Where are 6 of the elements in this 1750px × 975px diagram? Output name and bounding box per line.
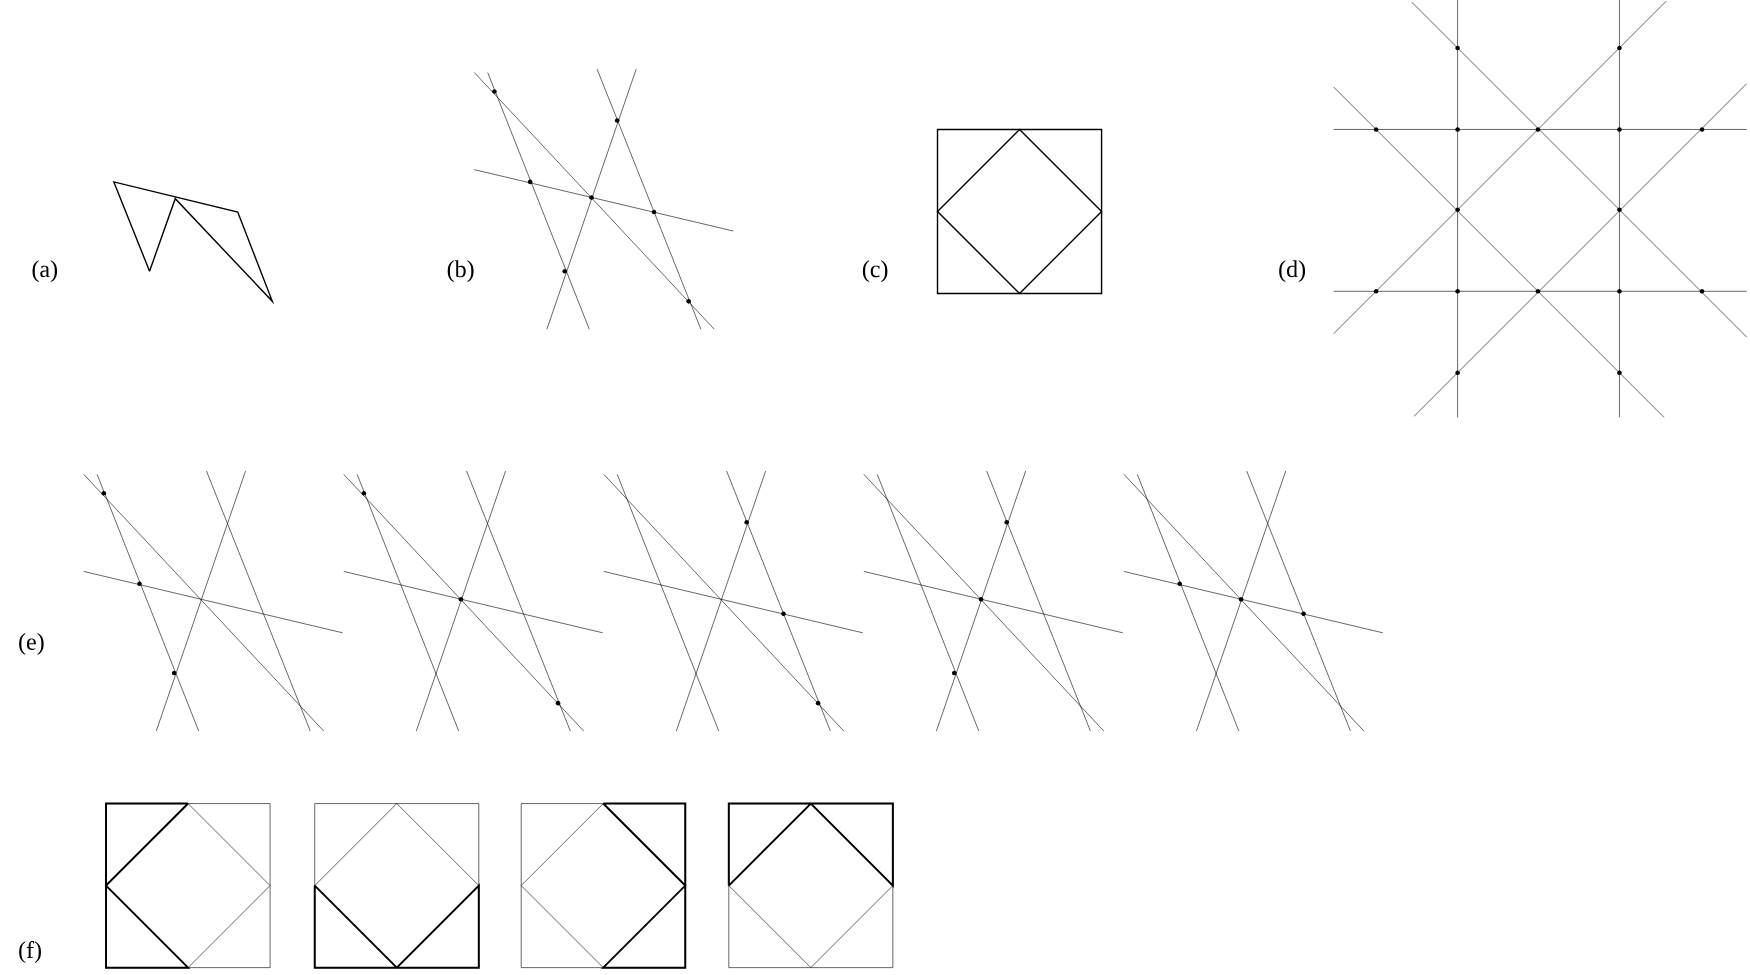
panel-label: (e): [19, 632, 44, 655]
panel-label: (a): [32, 260, 58, 282]
panel-label: (c): [862, 260, 888, 282]
panel-label: (b): [447, 260, 474, 282]
panel-label: (d): [1279, 260, 1306, 282]
panel-label: (f): [19, 940, 41, 963]
